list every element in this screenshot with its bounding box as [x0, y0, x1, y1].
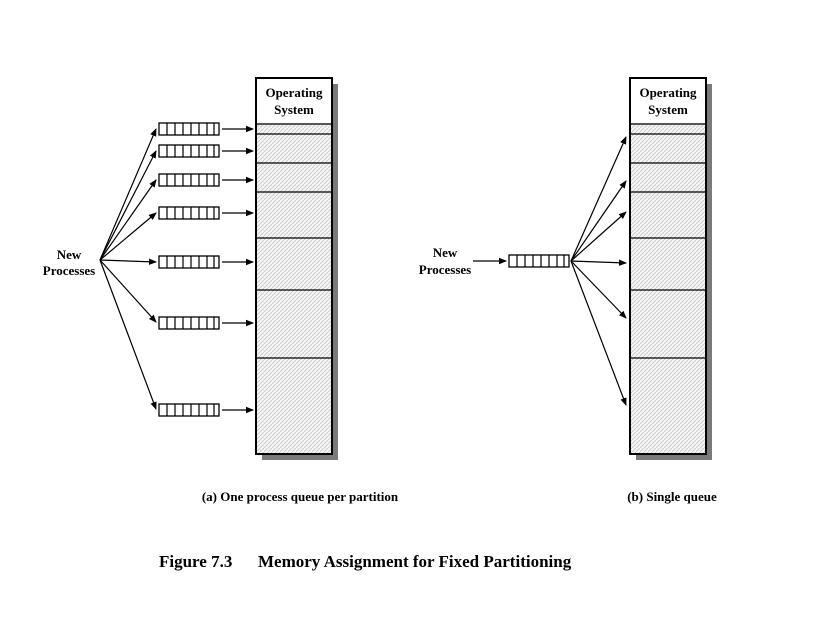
queue-a-3	[158, 173, 220, 187]
new-processes-a-line2: Processes	[43, 263, 95, 278]
queue-a-6	[158, 316, 220, 330]
queue-a-7	[158, 403, 220, 417]
single-queue-b	[508, 254, 570, 268]
queue-a-2	[158, 144, 220, 158]
new-processes-b-line1: New	[433, 245, 458, 260]
fanout-arrows-b	[570, 136, 627, 406]
new-processes-b-line2: Processes	[419, 262, 471, 277]
new-processes-a-line1: New	[57, 247, 82, 262]
os-label-b-line1: Operating	[639, 85, 697, 100]
figure-number: Figure 7.3	[159, 552, 232, 571]
figure-title: Figure 7.3 Memory Assignment for Fixed P…	[159, 552, 572, 571]
figure-title-text: Memory Assignment for Fixed Partitioning	[258, 552, 572, 571]
queue-a-1	[158, 122, 220, 136]
memory-column-b: Operating System	[629, 77, 712, 460]
fanout-arrows-a	[99, 128, 157, 410]
queue-a-4	[158, 206, 220, 220]
queue-to-partition-arrows-a	[222, 125, 254, 414]
caption-a: (a) One process queue per partition	[202, 489, 399, 504]
queue-a-5	[158, 255, 220, 269]
diagram-a: Operating System New Processes	[43, 77, 399, 504]
memory-column-a: Operating System	[255, 77, 338, 460]
caption-b: (b) Single queue	[627, 489, 717, 504]
os-label-b-line2: System	[648, 102, 688, 117]
os-label-a-line1: Operating	[265, 85, 323, 100]
os-label-a-line2: System	[274, 102, 314, 117]
diagram-b: Operating System New Processes (b) Singl…	[419, 77, 717, 504]
